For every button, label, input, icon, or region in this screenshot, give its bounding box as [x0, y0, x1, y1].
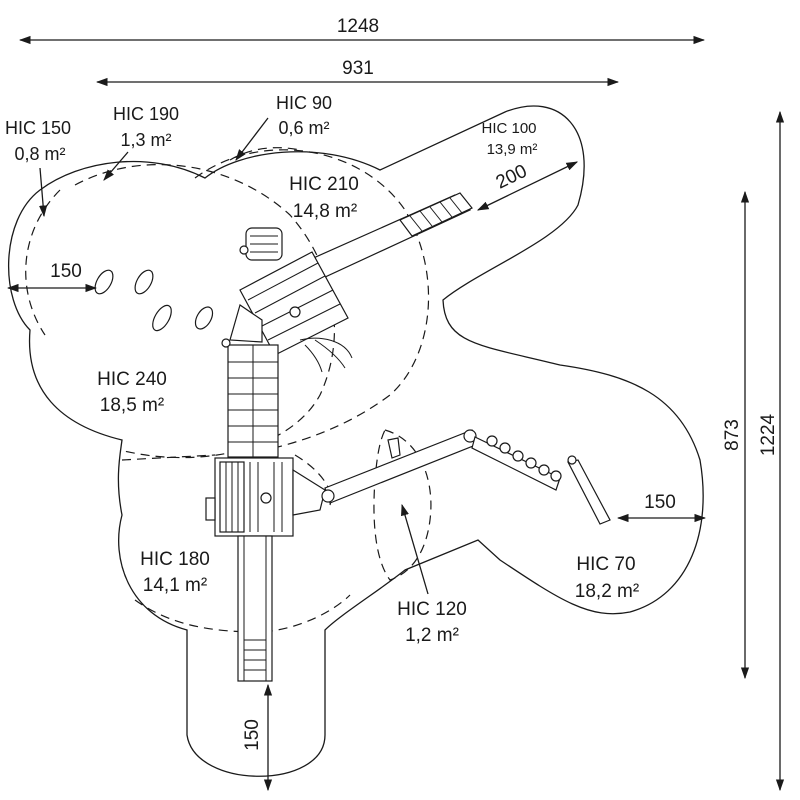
- zone-label-hic100: HIC 100 13,9 m²: [481, 120, 537, 158]
- svg-text:HIC 120: HIC 120: [397, 599, 467, 620]
- svg-text:HIC 190: HIC 190: [113, 104, 179, 124]
- lower-tower: [205, 457, 326, 537]
- dim-offset-left: 150: [50, 261, 82, 282]
- svg-text:0,6 m²: 0,6 m²: [278, 118, 329, 138]
- zone-label-hic190: HIC 190 1,3 m²: [113, 104, 179, 150]
- zone-label-hic120: HIC 120 1,2 m²: [397, 599, 467, 646]
- svg-text:13,9 m²: 13,9 m²: [487, 141, 538, 158]
- climbing-net: [299, 337, 353, 373]
- slide-ladder: [399, 192, 473, 237]
- svg-text:HIC 100: HIC 100: [481, 120, 536, 137]
- lower-slide: [237, 535, 273, 682]
- dim-offset-bottom: 150: [242, 719, 263, 751]
- svg-text:HIC 240: HIC 240: [97, 369, 167, 390]
- svg-text:HIC 150: HIC 150: [5, 118, 71, 138]
- dim-total-width: 1248: [337, 16, 379, 37]
- spiral-climber: [239, 227, 283, 261]
- leader-hic120: [401, 503, 429, 595]
- svg-text:HIC 210: HIC 210: [289, 174, 359, 195]
- leader-hic190: [103, 151, 129, 181]
- dim-inner-width: 931: [342, 58, 374, 79]
- dim-inner-height: 873: [722, 419, 743, 451]
- upper-tower-side: [229, 304, 263, 343]
- svg-text:1,2 m²: 1,2 m²: [405, 625, 459, 646]
- zone-hic210-boundary: [194, 149, 430, 456]
- zone-label-hic240: HIC 240 18,5 m²: [97, 369, 167, 416]
- zone-label-hic180: HIC 180 14,1 m²: [140, 549, 210, 596]
- rope-walk: [321, 429, 479, 504]
- leader-hic150: [39, 167, 48, 218]
- zone-label-hic70: HIC 70 18,2 m²: [575, 554, 639, 602]
- play-structure: [94, 192, 611, 682]
- dim-total-height: 1224: [758, 413, 779, 456]
- svg-text:0,8 m²: 0,8 m²: [14, 144, 65, 164]
- dim-offset-right: 150: [644, 492, 676, 513]
- leader-hic90: [235, 117, 269, 161]
- zone-label-hic210: HIC 210 14,8 m²: [289, 174, 359, 222]
- zone-label-hic90: HIC 90 0,6 m²: [276, 93, 332, 138]
- zone-hic180-bottom-boundary: [134, 594, 351, 633]
- dim-offset-slide-line: [476, 161, 579, 211]
- svg-text:14,1 m²: 14,1 m²: [143, 575, 207, 596]
- stepping-logs: [471, 435, 611, 525]
- zone-hic150-boundary: [25, 189, 61, 336]
- svg-text:HIC 70: HIC 70: [576, 554, 635, 575]
- svg-text:18,5 m²: 18,5 m²: [100, 395, 164, 416]
- connecting-bridge: [221, 338, 279, 458]
- svg-text:14,8 m²: 14,8 m²: [293, 201, 357, 222]
- svg-text:18,2 m²: 18,2 m²: [575, 581, 639, 602]
- zone-hic120-boundary: [373, 429, 432, 581]
- zone-label-hic150: HIC 150 0,8 m²: [5, 118, 71, 164]
- svg-text:1,3 m²: 1,3 m²: [120, 130, 171, 150]
- stepping-stones: [94, 269, 214, 332]
- svg-text:HIC 90: HIC 90: [276, 93, 332, 113]
- svg-text:HIC 180: HIC 180: [140, 549, 210, 570]
